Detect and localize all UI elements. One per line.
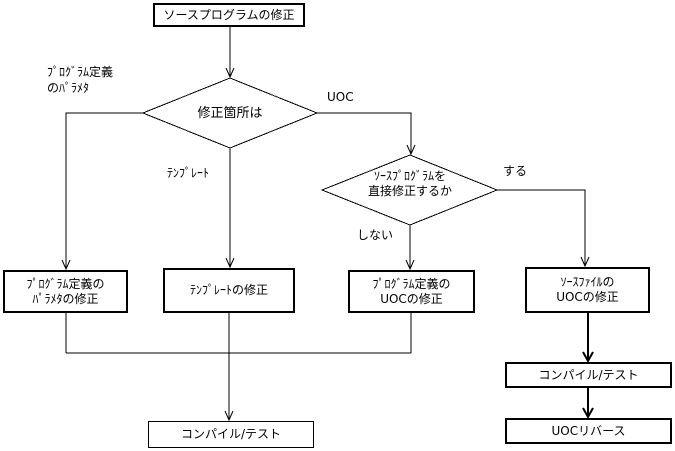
edge-decision2-do — [497, 189, 590, 268]
compile-test-right-box: コンパイル/テスト — [505, 362, 672, 388]
compile-test-left-label: コンパイル/テスト — [180, 427, 282, 441]
branch-label-param: ﾌﾟﾛｸﾞﾗﾑ定義 のﾊﾟﾗﾒﾀ — [47, 64, 113, 96]
branch-label-param-line2: のﾊﾟﾗﾒﾀ — [47, 81, 90, 95]
compile-test-right-label: コンパイル/テスト — [538, 367, 639, 382]
edge-decision1-uoc — [317, 112, 416, 156]
edge-compile-right-to-uoc-reverse — [582, 388, 594, 420]
decision2-line2: 直接修正するか — [367, 184, 452, 198]
edge-decision2-dont — [405, 225, 415, 271]
branch-label-uoc: UOC — [327, 90, 354, 104]
uoc-reverse-box: UOCリバース — [505, 418, 672, 444]
compile-test-left-box: コンパイル/テスト — [148, 421, 314, 448]
fix-template-box: ﾃﾝﾌﾟﾚｰﾄの修正 — [163, 268, 295, 313]
fix-param-line1: ﾌﾟﾛｸﾞﾗﾑ定義の — [26, 276, 105, 291]
fix-param-line2: ﾊﾟﾗﾒﾀの修正 — [32, 291, 99, 306]
fix-def-uoc-line2: UOCの修正 — [380, 291, 443, 306]
edge-srcuoc-to-compile-right — [582, 313, 594, 364]
fix-src-uoc-box: ｿｰｽﾌｧｲﾙの UOCの修正 — [525, 267, 650, 313]
branch-label-do-fix: する — [503, 164, 528, 178]
fix-src-uoc-line2: UOCの修正 — [556, 290, 619, 304]
edge-start-to-decision1 — [225, 27, 235, 79]
fix-src-uoc-line1: ｿｰｽﾌｧｲﾙの — [560, 275, 615, 289]
edge-merge-to-compile-left — [65, 313, 412, 422]
fix-def-uoc-line1: ﾌﾟﾛｸﾞﾗﾑ定義の — [372, 276, 451, 291]
decision1-label: 修正箇所は — [197, 106, 263, 121]
decision1-diamond — [141, 77, 319, 149]
decision2-label: ｿｰｽﾌﾟﾛｸﾞﾗﾑを 直接修正するか — [335, 169, 485, 199]
branch-label-template: ﾃﾝﾌﾟﾚｰﾄ — [167, 166, 210, 180]
edge-decision1-template — [225, 148, 235, 269]
decision2-line1: ｿｰｽﾌﾟﾛｸﾞﾗﾑを — [373, 169, 446, 183]
decision2-diamond — [320, 154, 499, 226]
branch-label-dont-fix: しない — [357, 228, 394, 242]
branch-label-param-line1: ﾌﾟﾛｸﾞﾗﾑ定義 — [47, 65, 114, 79]
edge-decision1-param — [61, 112, 143, 271]
uoc-reverse-label: UOCリバース — [551, 423, 626, 438]
fix-param-box: ﾌﾟﾛｸﾞﾗﾑ定義の ﾊﾟﾗﾒﾀの修正 — [3, 270, 128, 313]
fix-def-uoc-box: ﾌﾟﾛｸﾞﾗﾑ定義の UOCの修正 — [348, 270, 475, 313]
start-box: ソースプログラムの修正 — [153, 3, 305, 27]
fix-template-label: ﾃﾝﾌﾟﾚｰﾄの修正 — [189, 283, 268, 297]
start-box-label: ソースプログラムの修正 — [163, 7, 295, 22]
